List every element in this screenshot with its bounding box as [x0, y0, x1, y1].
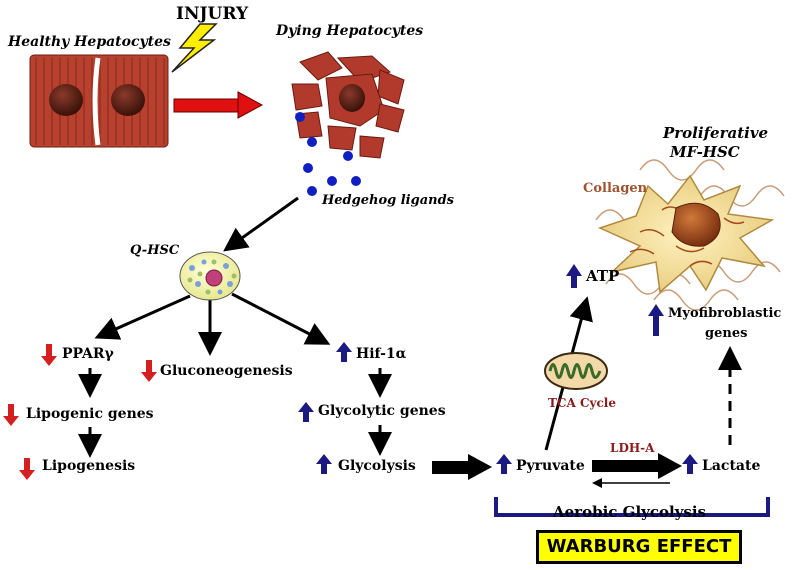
dying-hepatocytes-label: Dying Hepatocytes	[276, 23, 424, 39]
healthy-hepatocytes-label: Healthy Hepatocytes	[8, 34, 171, 50]
lactate-label: Lactate	[702, 458, 761, 474]
hif-1-alpha-label: Hif-1α	[356, 346, 407, 362]
genes-label: genes	[705, 326, 748, 341]
mf-hsc-label: MF-HSC	[670, 143, 740, 161]
aerobic-glycolysis-bracket	[494, 497, 770, 517]
proliferative-label: Proliferative	[663, 124, 769, 142]
warburg-effect-box: WARBURG EFFECT	[536, 530, 742, 564]
healthy-hepatocytes-illustration	[29, 54, 169, 148]
collagen-label: Collagen	[583, 181, 648, 196]
tca-cycle-label: TCA Cycle	[548, 396, 616, 410]
glycolysis-label: Glycolysis	[338, 458, 416, 474]
gluconeogenesis-label: Gluconeogenesis	[160, 363, 293, 379]
atp-label: ATP	[586, 267, 620, 285]
lipogenesis-label: Lipogenesis	[42, 458, 136, 474]
hedgehog-ligand-dots	[295, 112, 361, 196]
lipogenic-genes-label: Lipogenic genes	[26, 406, 154, 422]
hedgehog-ligands-label: Hedgehog ligands	[322, 193, 454, 208]
ppar-gamma-label: PPARγ	[62, 346, 114, 362]
mitochondrion-icon	[544, 352, 608, 390]
aerobic-glycolysis-label: Aerobic Glycolysis	[553, 503, 706, 521]
myofibroblastic-label: Myofibroblastic	[668, 306, 782, 321]
down-arrow-icons	[3, 344, 157, 480]
lightning-bolt-icon	[171, 23, 218, 73]
ldha-label: LDH-A	[610, 441, 655, 455]
dying-hepatocytes-illustration	[291, 51, 405, 159]
myofibroblast-hsc-illustration	[595, 159, 785, 311]
glycolytic-genes-label: Glycolytic genes	[318, 403, 446, 419]
ldha-reaction-arrows	[592, 453, 682, 488]
up-arrow-icons	[298, 264, 698, 474]
pyruvate-label: Pyruvate	[516, 458, 585, 474]
injury-label: INJURY	[176, 4, 249, 24]
glycolysis-to-pyruvate-arrow	[432, 454, 492, 480]
injury-progression-arrow	[173, 91, 264, 119]
qhsc-label: Q-HSC	[130, 243, 180, 258]
quiescent-hsc-cell-icon	[179, 251, 241, 301]
